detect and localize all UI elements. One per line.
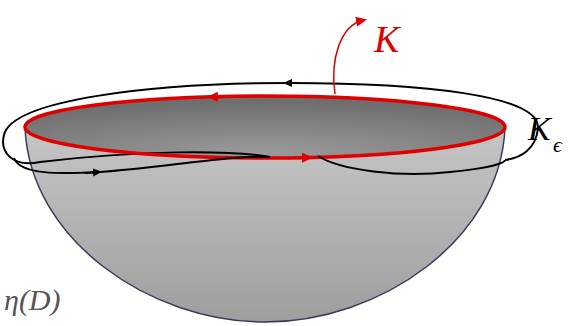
knot-arrow: [210, 95, 225, 99]
knot-label: K: [374, 20, 399, 58]
bowl-top: [25, 96, 505, 158]
loop-arrow: [285, 82, 300, 84]
loop-curve: [318, 156, 505, 174]
loop-arrow: [85, 172, 100, 173]
loop-label: K: [528, 112, 551, 146]
leader-line: [334, 20, 364, 94]
loop-curve: [3, 83, 538, 163]
loop-subscript: ϵ: [553, 134, 562, 156]
knot-curve: [25, 96, 505, 158]
knot-arrow: [295, 156, 310, 159]
surface-label: η(D): [4, 285, 61, 315]
loop-curve: [14, 157, 270, 173]
